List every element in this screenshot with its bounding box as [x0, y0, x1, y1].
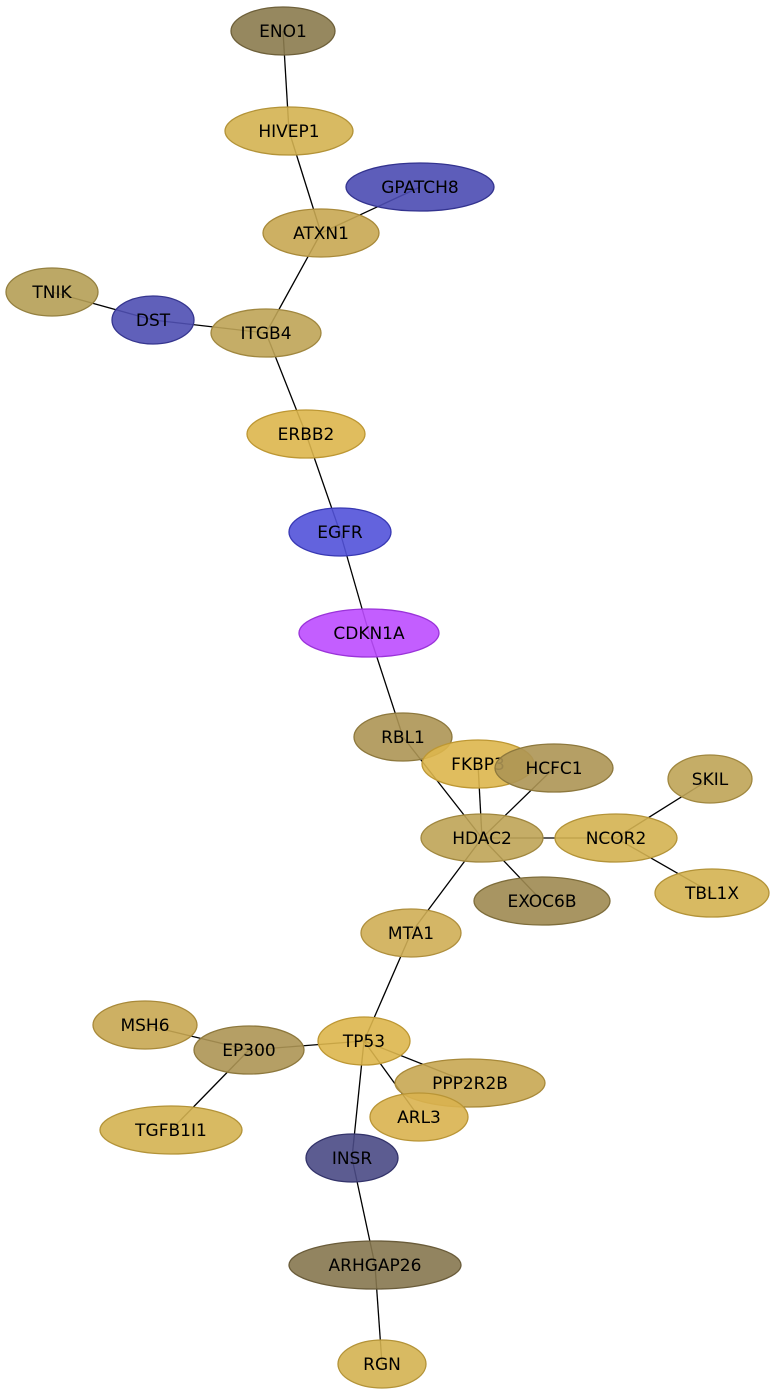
node-shape-ncor2 — [554, 813, 678, 863]
node-tp53[interactable]: TP53 — [317, 1016, 411, 1066]
node-shape-itgb4 — [210, 308, 322, 358]
node-label-insr: INSR — [332, 1149, 373, 1169]
node-label-tgfb1i1: TGFB1I1 — [134, 1121, 207, 1141]
node-dst[interactable]: DST — [111, 295, 195, 345]
node-label-hdac2: HDAC2 — [452, 829, 512, 849]
node-label-atxn1: ATXN1 — [293, 224, 349, 244]
node-shape-arl3 — [369, 1092, 469, 1142]
node-shape-arhgap26 — [288, 1240, 462, 1290]
node-ep300[interactable]: EP300 — [193, 1025, 305, 1075]
node-label-exoc6b: EXOC6B — [507, 892, 576, 912]
node-shape-gpatch8 — [345, 162, 495, 212]
node-shape-rgn — [337, 1339, 427, 1389]
node-hivep1[interactable]: HIVEP1 — [224, 106, 354, 156]
node-exoc6b[interactable]: EXOC6B — [473, 876, 611, 926]
node-label-cdkn1a: CDKN1A — [333, 624, 405, 644]
node-label-egfr: EGFR — [317, 523, 363, 543]
node-shape-mta1 — [360, 908, 462, 958]
node-shape-eno1 — [230, 6, 336, 56]
node-label-skil: SKIL — [692, 770, 729, 790]
node-rgn[interactable]: RGN — [337, 1339, 427, 1389]
node-shape-hivep1 — [224, 106, 354, 156]
node-shape-dst — [111, 295, 195, 345]
node-shape-erbb2 — [246, 409, 366, 459]
node-shape-skil — [667, 754, 753, 804]
node-insr[interactable]: INSR — [305, 1133, 399, 1183]
node-ncor2[interactable]: NCOR2 — [554, 813, 678, 863]
node-msh6[interactable]: MSH6 — [92, 1000, 198, 1050]
node-label-hcfc1: HCFC1 — [525, 759, 582, 779]
node-shape-exoc6b — [473, 876, 611, 926]
node-hdac2[interactable]: HDAC2 — [420, 813, 544, 863]
node-gpatch8[interactable]: GPATCH8 — [345, 162, 495, 212]
node-label-hivep1: HIVEP1 — [258, 122, 319, 142]
node-label-tbl1x: TBL1X — [684, 884, 739, 904]
node-shape-hcfc1 — [494, 743, 614, 793]
node-shape-atxn1 — [262, 208, 380, 258]
node-mta1[interactable]: MTA1 — [360, 908, 462, 958]
node-shape-insr — [305, 1133, 399, 1183]
node-label-rgn: RGN — [363, 1355, 401, 1375]
node-arhgap26[interactable]: ARHGAP26 — [288, 1240, 462, 1290]
node-label-dst: DST — [136, 311, 171, 331]
node-shape-tnik — [5, 267, 99, 317]
node-tnik[interactable]: TNIK — [5, 267, 99, 317]
node-label-gpatch8: GPATCH8 — [381, 178, 459, 198]
node-tgfb1i1[interactable]: TGFB1I1 — [99, 1105, 243, 1155]
node-arl3[interactable]: ARL3 — [369, 1092, 469, 1142]
node-eno1[interactable]: ENO1 — [230, 6, 336, 56]
node-shape-cdkn1a — [298, 608, 440, 658]
node-label-itgb4: ITGB4 — [240, 324, 291, 344]
node-shape-tgfb1i1 — [99, 1105, 243, 1155]
node-rbl1[interactable]: RBL1 — [353, 712, 453, 762]
node-tbl1x[interactable]: TBL1X — [654, 868, 770, 918]
node-label-ppp2r2b: PPP2R2B — [432, 1074, 508, 1094]
node-shape-msh6 — [92, 1000, 198, 1050]
node-shape-tp53 — [317, 1016, 411, 1066]
node-shape-tbl1x — [654, 868, 770, 918]
node-label-ep300: EP300 — [222, 1041, 275, 1061]
node-label-fkbp3: FKBP3 — [451, 755, 505, 775]
node-label-tnik: TNIK — [31, 283, 72, 303]
node-label-msh6: MSH6 — [120, 1016, 169, 1036]
node-itgb4[interactable]: ITGB4 — [210, 308, 322, 358]
node-erbb2[interactable]: ERBB2 — [246, 409, 366, 459]
node-shape-egfr — [288, 507, 392, 557]
node-label-erbb2: ERBB2 — [278, 425, 335, 445]
node-label-rbl1: RBL1 — [381, 728, 425, 748]
node-label-arl3: ARL3 — [397, 1108, 441, 1128]
node-label-tp53: TP53 — [342, 1032, 385, 1052]
node-label-ncor2: NCOR2 — [586, 829, 647, 849]
node-label-mta1: MTA1 — [388, 924, 434, 944]
node-atxn1[interactable]: ATXN1 — [262, 208, 380, 258]
node-label-eno1: ENO1 — [259, 22, 307, 42]
node-hcfc1[interactable]: HCFC1 — [494, 743, 614, 793]
node-shape-ep300 — [193, 1025, 305, 1075]
node-egfr[interactable]: EGFR — [288, 507, 392, 557]
node-shape-rbl1 — [353, 712, 453, 762]
node-shape-hdac2 — [420, 813, 544, 863]
node-skil[interactable]: SKIL — [667, 754, 753, 804]
node-cdkn1a[interactable]: CDKN1A — [298, 608, 440, 658]
node-label-arhgap26: ARHGAP26 — [329, 1256, 422, 1276]
